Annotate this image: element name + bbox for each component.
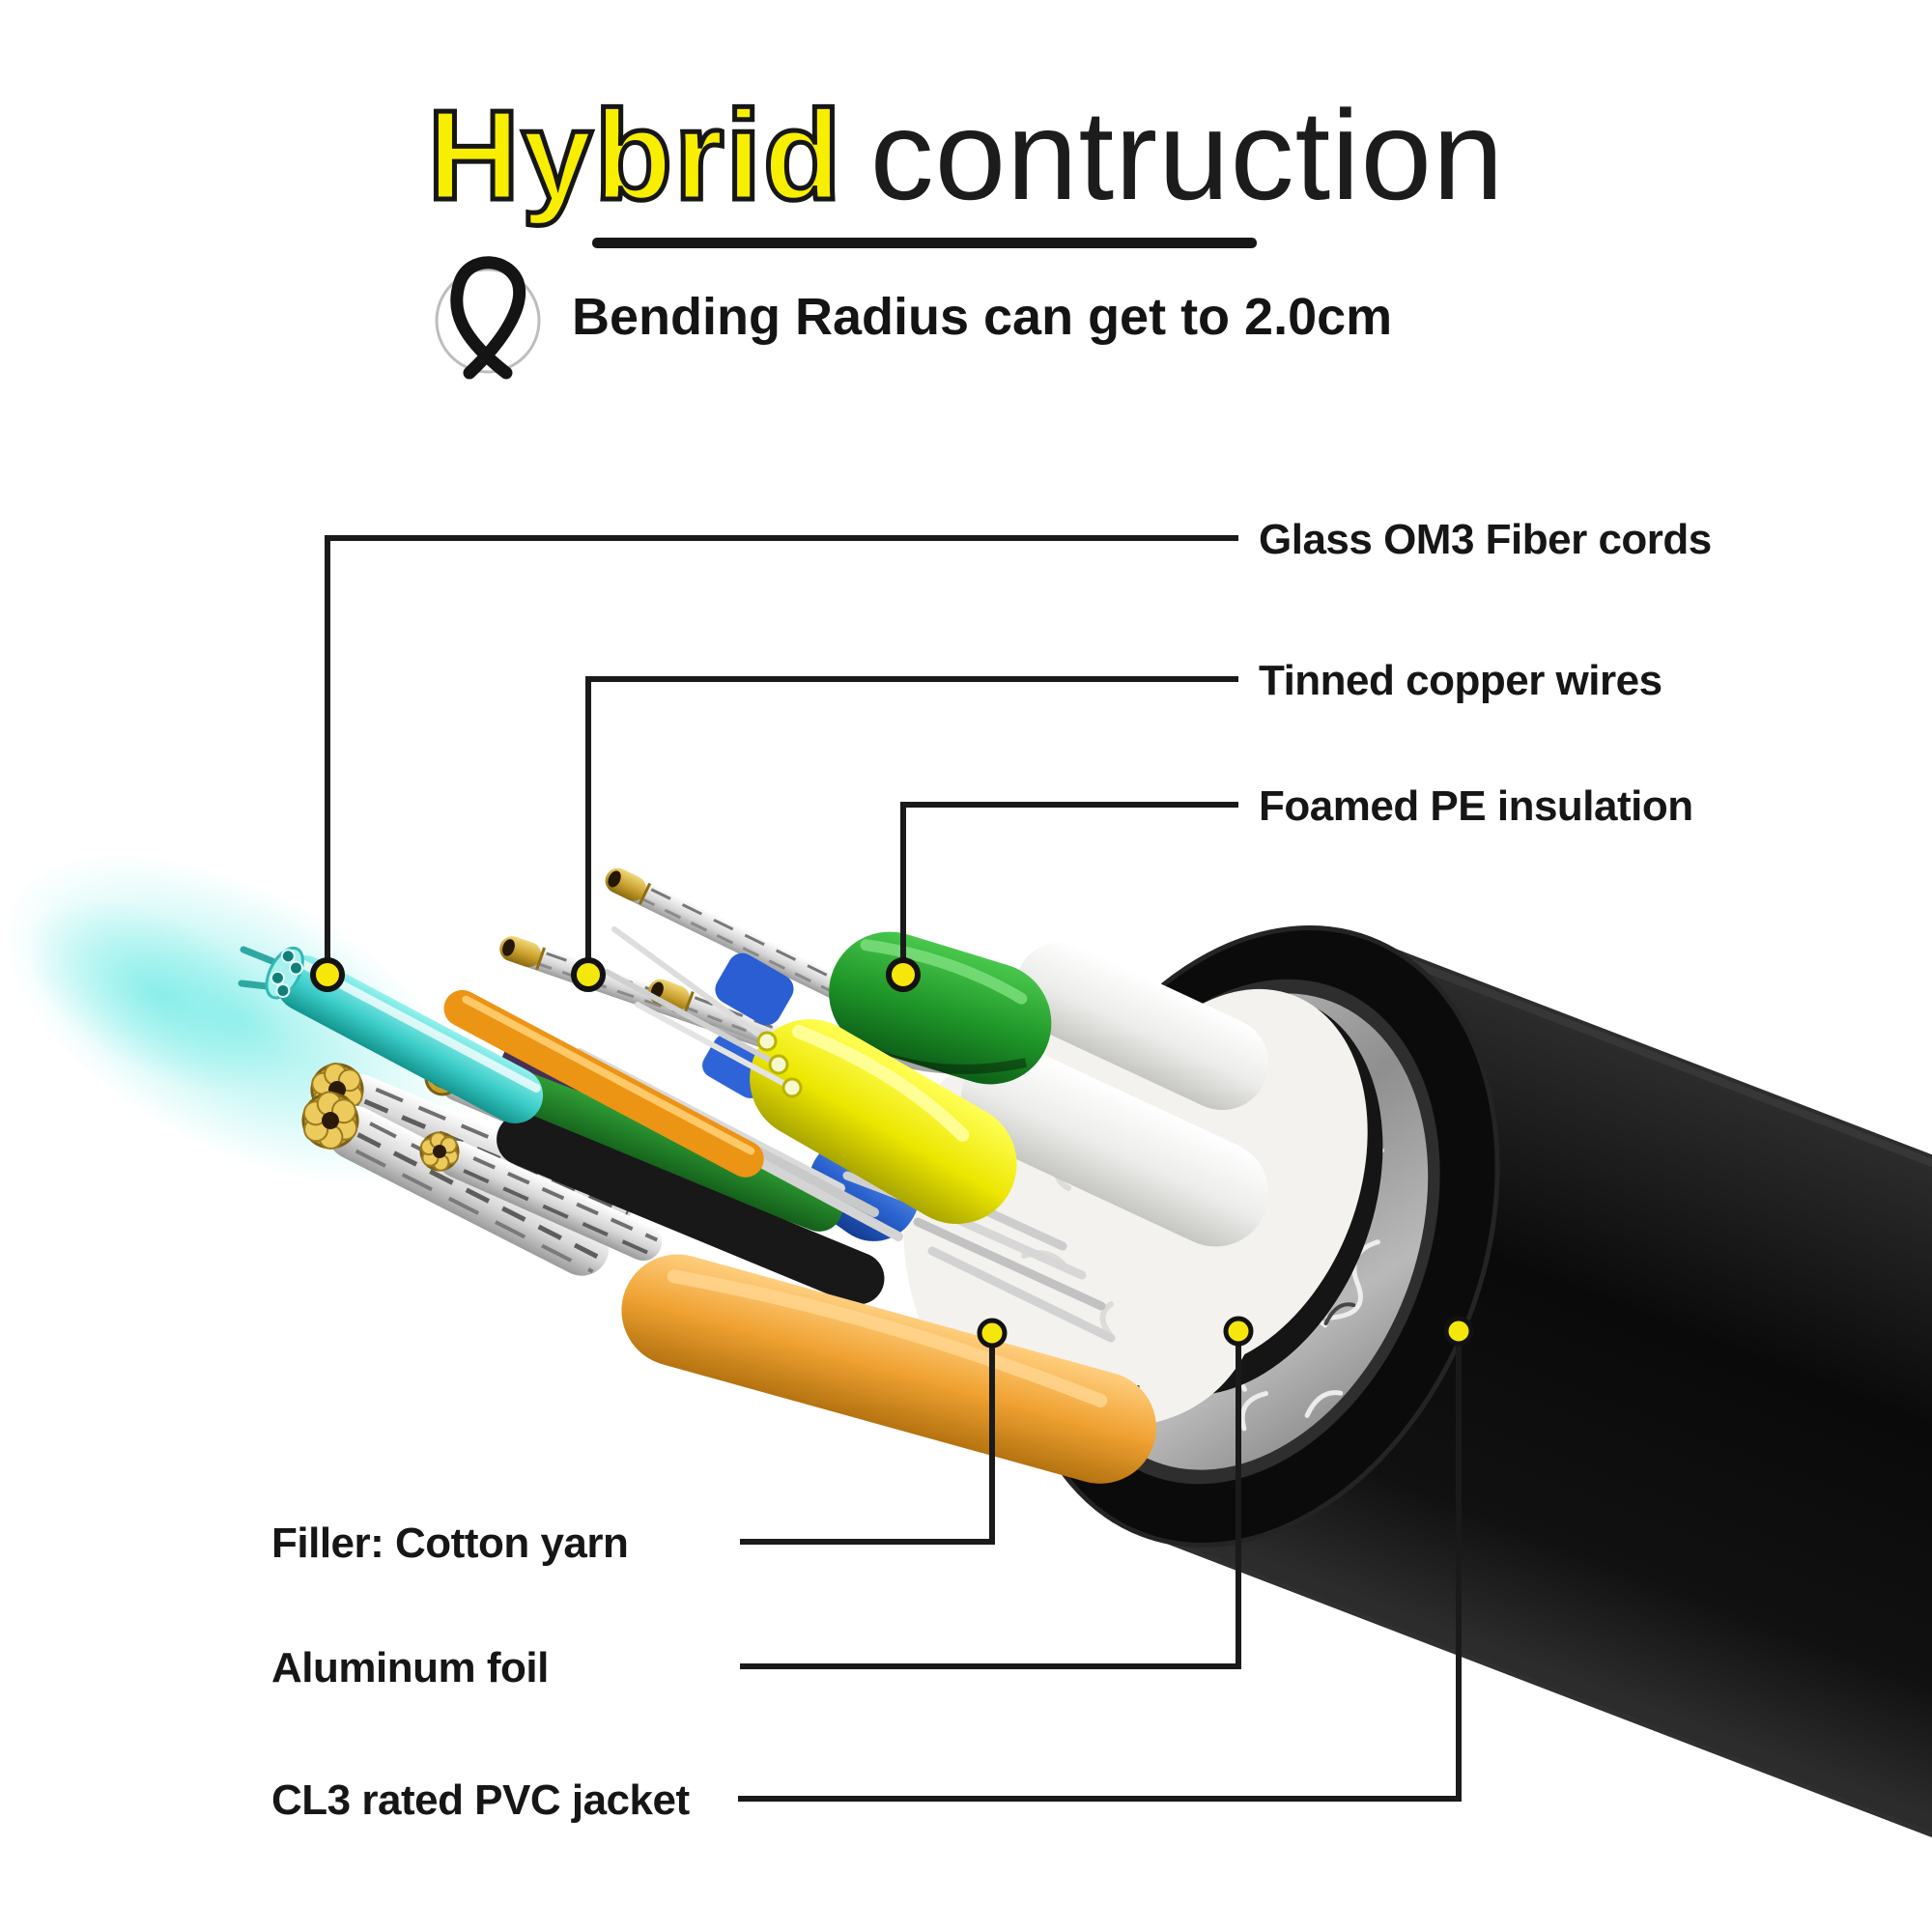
yellow-face-fibers	[604, 926, 803, 1098]
label-tinned-copper-wires: Tinned copper wires	[1259, 657, 1662, 704]
callout-markers	[310, 957, 1474, 1349]
pe-insulation-green	[829, 931, 1052, 1085]
marker-pe	[886, 957, 921, 992]
bend-radius-icon	[435, 256, 541, 380]
title-highlight: Hybrid	[425, 84, 843, 226]
copper-strand-bundle	[301, 1091, 610, 1276]
marker-copper	[571, 957, 606, 992]
pe-insulation-yellow	[604, 926, 1017, 1224]
title-rest: contruction	[869, 84, 1505, 226]
copper-strand-bundle	[419, 1131, 663, 1261]
callout-line-jacket	[738, 1331, 1462, 1802]
callout-line-fiber	[325, 535, 1238, 975]
orange-wire-thin	[443, 989, 764, 1178]
callout-lines	[325, 535, 1462, 1802]
marker-filler	[977, 1318, 1008, 1349]
marker-foil	[1223, 1316, 1254, 1347]
callout-line-copper	[585, 676, 1238, 975]
callout-line-pe	[900, 802, 1238, 975]
label-aluminum-foil: Aluminum foil	[271, 1644, 549, 1691]
callout-line-foil	[740, 1331, 1241, 1669]
label-filler-cotton-yarn: Filler: Cotton yarn	[271, 1520, 629, 1567]
foamed-pe-white-wires	[960, 942, 1269, 1247]
marker-fiber	[310, 957, 345, 992]
callout-line-filler	[740, 1333, 995, 1545]
label-foamed-pe-insulation: Foamed PE insulation	[1259, 782, 1693, 830]
fiber-tube	[238, 946, 544, 1123]
title-underline	[592, 238, 1257, 248]
subtitle: Bending Radius can get to 2.0cm	[572, 288, 1393, 346]
marker-jacket	[1443, 1316, 1474, 1347]
black-strip	[497, 1113, 885, 1305]
label-glass-om3-fiber-cords: Glass OM3 Fiber cords	[1259, 516, 1712, 563]
label-cl3-rated-pvc-jacket: CL3 rated PVC jacket	[271, 1776, 690, 1824]
tinned-copper-wire	[605, 867, 868, 1009]
filler-orange-cylinder	[621, 1254, 1156, 1484]
